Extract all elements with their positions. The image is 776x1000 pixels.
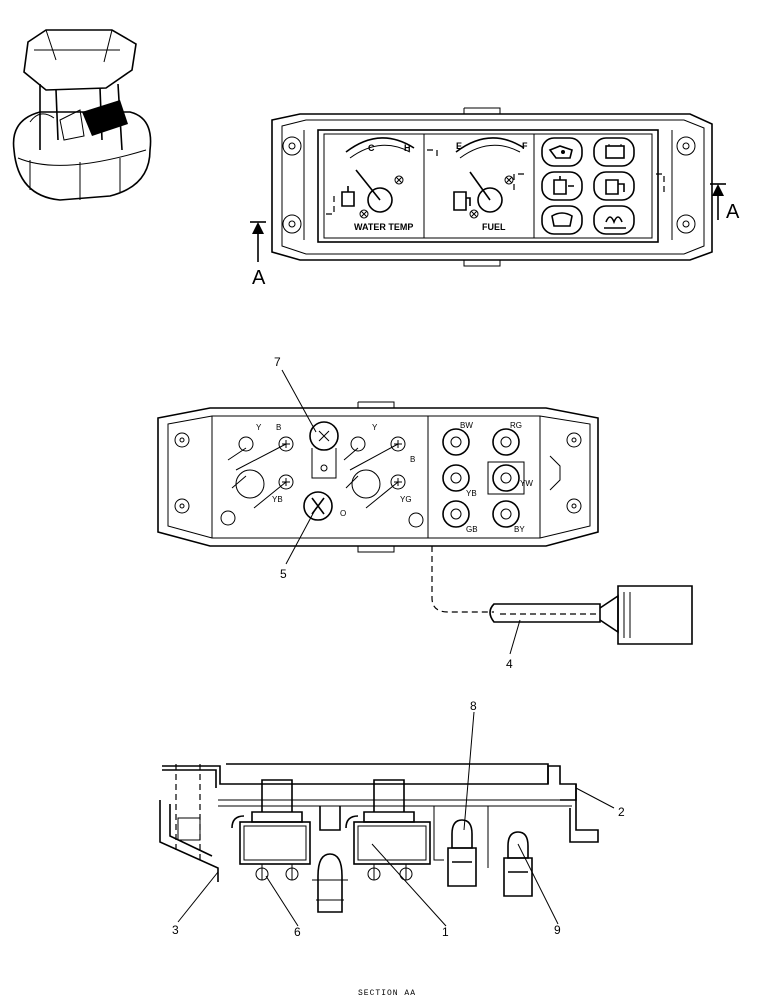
- section-label-left: A: [252, 267, 266, 289]
- instrument-panel-front: [271, 107, 713, 267]
- callout-1: 1: [442, 925, 449, 939]
- section-caption: SECTION AA: [358, 989, 416, 998]
- air-filter-icon: [551, 212, 573, 227]
- callout-2: 2: [618, 805, 625, 819]
- wire-label: YW: [520, 479, 533, 488]
- wire-label: BW: [460, 421, 473, 430]
- leader-line-1: [371, 843, 447, 927]
- fuel-gauge-terminals: [343, 436, 424, 528]
- fuel-icon: [453, 191, 471, 211]
- water-temp-label: WATER TEMP: [354, 222, 413, 232]
- illumination-bulb-socket: [309, 421, 339, 479]
- wire-label: BY: [514, 525, 525, 534]
- leader-line-4: [509, 619, 521, 655]
- section-label-right: A: [726, 201, 740, 223]
- water-c-label: C: [368, 143, 375, 153]
- section-marker-right: [710, 183, 726, 220]
- leader-line-9: [517, 843, 559, 925]
- wire-label: YG: [400, 495, 412, 504]
- wire-label: Y: [256, 423, 262, 432]
- callout-6: 6: [294, 925, 301, 939]
- callout-7: 7: [274, 355, 281, 369]
- callout-5: 5: [280, 567, 287, 581]
- leader-line-3: [177, 871, 219, 923]
- fuel-label: FUEL: [482, 222, 506, 232]
- leader-line-6: [265, 875, 299, 927]
- warning-lamp-sockets: [442, 428, 525, 528]
- water-gauge-terminals: [220, 436, 333, 526]
- instrument-panel-rear: [157, 401, 599, 553]
- wire-label: GB: [466, 525, 478, 534]
- wire-label: Y: [372, 423, 378, 432]
- leader-line-2: [575, 787, 615, 809]
- leader-line-7: [281, 369, 317, 433]
- wire-label: B: [410, 455, 415, 464]
- fuel-e-label: E: [456, 141, 462, 151]
- water-temp-icon: [553, 176, 574, 195]
- wire-label: O: [340, 509, 346, 518]
- wire-label: RG: [510, 421, 522, 430]
- wire-label: YB: [466, 489, 477, 498]
- callout-4: 4: [506, 657, 513, 671]
- section-aa-view: [159, 763, 599, 913]
- wire-label: YB: [272, 495, 283, 504]
- battery-icon: [605, 144, 625, 159]
- machine-overview-icon: [12, 29, 152, 201]
- callout-3: 3: [172, 923, 179, 937]
- callout-9: 9: [554, 923, 561, 937]
- leader-line-5: [285, 507, 317, 565]
- wire-label: B: [276, 423, 281, 432]
- wire-harness: [431, 546, 693, 645]
- water-temp-icon: [341, 186, 355, 207]
- leader-line-8: [463, 711, 475, 831]
- water-h-label: H: [404, 143, 411, 153]
- section-marker-left: [250, 221, 266, 262]
- callout-8: 8: [470, 699, 477, 713]
- fuel-f-label: F: [522, 141, 528, 151]
- preheat-icon: [604, 216, 626, 229]
- fuel-icon: [605, 179, 625, 195]
- engine-oil-icon: [548, 145, 573, 159]
